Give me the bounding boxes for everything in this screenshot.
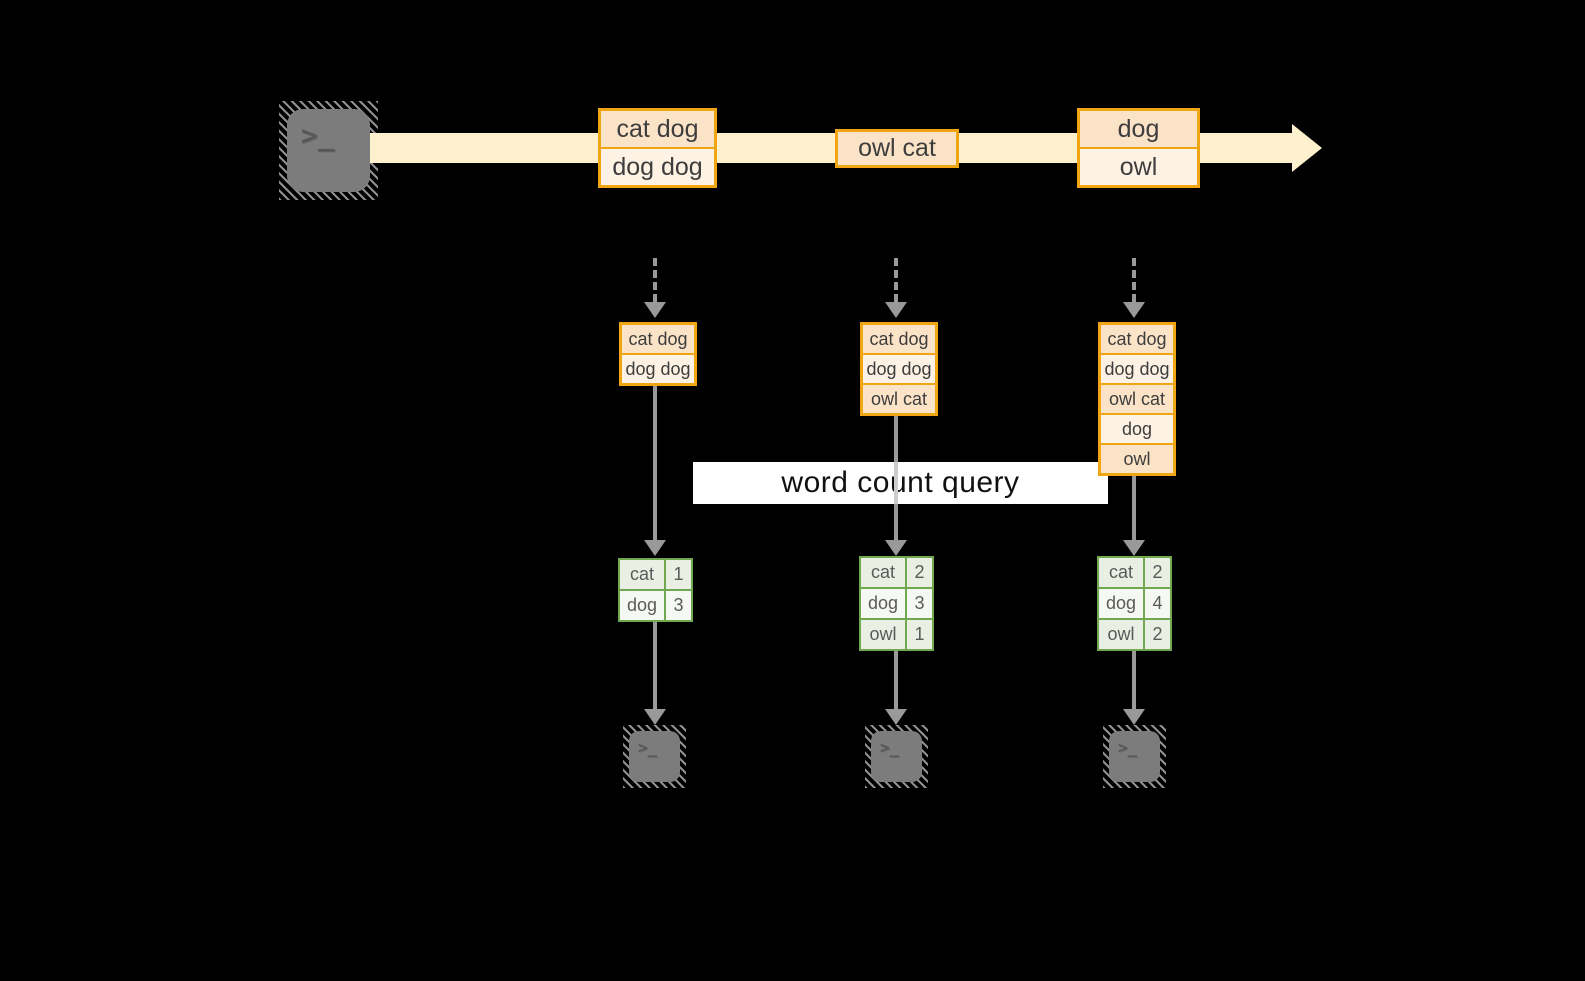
batch-dashed-arrow-1 <box>653 258 657 302</box>
stream-event-box-2: owl cat <box>835 129 959 168</box>
query-connector-1 <box>653 386 657 540</box>
sink-connector-3 <box>1132 651 1136 709</box>
event-row: cat dog <box>601 111 714 147</box>
count-cell: 3 <box>666 591 691 620</box>
query-label: word count query <box>781 466 1020 499</box>
count-cell: 4 <box>1145 589 1170 618</box>
batch-row: cat dog <box>622 325 694 353</box>
count-cell: 3 <box>907 589 932 618</box>
micro-batch-stack-2: cat dog dog dog owl cat <box>860 322 938 416</box>
batch-row: owl <box>1101 445 1173 473</box>
arrowhead-icon <box>1123 302 1145 318</box>
terminal-prompt-glyph: >_ <box>880 738 900 757</box>
word-cell: cat <box>620 560 664 589</box>
stream-arrowhead-icon <box>1292 124 1322 172</box>
batch-dashed-arrow-3 <box>1132 258 1136 302</box>
terminal-screen: >_ <box>287 109 370 192</box>
terminal-prompt-glyph: >_ <box>301 119 335 152</box>
batch-row: owl cat <box>863 385 935 413</box>
query-connector-2b <box>894 504 898 540</box>
sink-connector-2 <box>894 651 898 709</box>
wordcount-table-1: cat 1 dog 3 <box>618 558 693 622</box>
batch-row: dog dog <box>622 355 694 383</box>
word-cell: dog <box>620 591 664 620</box>
event-row: owl <box>1080 149 1197 185</box>
terminal-sink-icon-3: >_ <box>1103 725 1166 788</box>
stream-event-box-3: dog owl <box>1077 108 1200 188</box>
terminal-source-icon: >_ <box>279 101 378 200</box>
terminal-screen: >_ <box>871 731 922 782</box>
batch-row: owl cat <box>1101 385 1173 413</box>
terminal-screen: >_ <box>629 731 680 782</box>
count-cell: 2 <box>1145 558 1170 587</box>
count-cell: 2 <box>1145 620 1170 649</box>
stream-event-box-1: cat dog dog dog <box>598 108 717 188</box>
count-cell: 2 <box>907 558 932 587</box>
micro-batch-stack-3: cat dog dog dog owl cat dog owl <box>1098 322 1176 476</box>
word-cell: dog <box>861 589 905 618</box>
micro-batch-stack-1: cat dog dog dog <box>619 322 697 386</box>
batch-row: cat dog <box>863 325 935 353</box>
count-cell: 1 <box>907 620 932 649</box>
arrowhead-icon <box>885 540 907 556</box>
terminal-sink-icon-1: >_ <box>623 725 686 788</box>
arrowhead-icon <box>644 302 666 318</box>
batch-row: dog <box>1101 415 1173 443</box>
query-label-band: word count query <box>693 462 1108 504</box>
event-row: dog <box>1080 111 1197 147</box>
terminal-prompt-glyph: >_ <box>1118 738 1138 757</box>
word-cell: cat <box>1099 558 1143 587</box>
word-cell: owl <box>861 620 905 649</box>
word-cell: dog <box>1099 589 1143 618</box>
query-connector-2 <box>894 416 898 462</box>
terminal-sink-icon-2: >_ <box>865 725 928 788</box>
word-cell: cat <box>861 558 905 587</box>
query-connector-2-overlay <box>894 462 898 504</box>
wordcount-table-2: cat 2 dog 3 owl 1 <box>859 556 934 651</box>
terminal-prompt-glyph: >_ <box>638 738 658 757</box>
wordcount-table-3: cat 2 dog 4 owl 2 <box>1097 556 1172 651</box>
event-row: dog dog <box>601 149 714 185</box>
arrowhead-icon <box>1123 709 1145 725</box>
batch-row: cat dog <box>1101 325 1173 353</box>
terminal-screen: >_ <box>1109 731 1160 782</box>
batch-row: dog dog <box>1101 355 1173 383</box>
arrowhead-icon <box>644 540 666 556</box>
arrowhead-icon <box>885 302 907 318</box>
word-cell: owl <box>1099 620 1143 649</box>
event-row: owl cat <box>838 132 956 165</box>
arrowhead-icon <box>1123 540 1145 556</box>
arrowhead-icon <box>885 709 907 725</box>
batch-dashed-arrow-2 <box>894 258 898 302</box>
sink-connector-1 <box>653 622 657 709</box>
arrowhead-icon <box>644 709 666 725</box>
count-cell: 1 <box>666 560 691 589</box>
batch-row: dog dog <box>863 355 935 383</box>
query-connector-3 <box>1132 476 1136 540</box>
